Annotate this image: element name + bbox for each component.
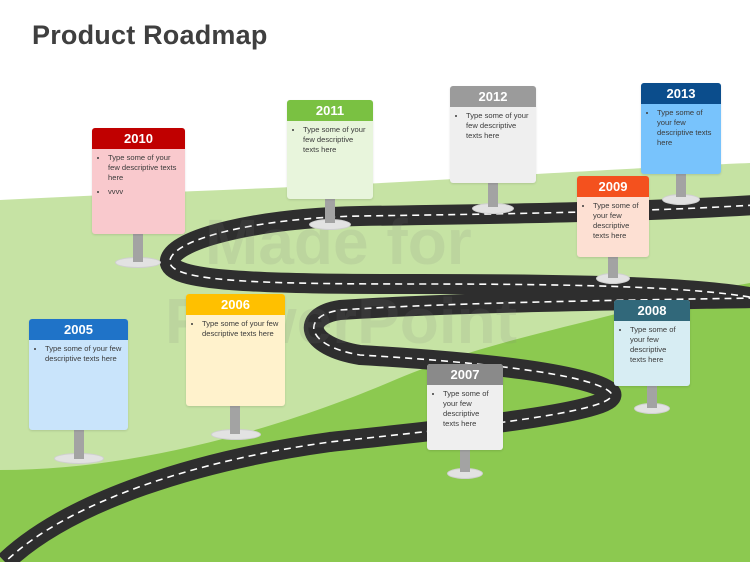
milestone-year: 2008 [614,300,690,321]
milestone-2005[interactable]: 2005 Type some of your few descriptive t… [29,319,128,467]
sign-post [608,254,618,278]
milestone-year: 2007 [427,364,503,385]
near-hill [0,283,750,562]
milestone-bullets: Type some of your few descriptive texts … [450,111,536,141]
milestone-year: 2010 [92,128,185,149]
page-title: Product Roadmap [32,20,268,50]
bullet-text: Type some of your few descriptive texts … [202,319,279,339]
milestone-bullets: Type some of your few descriptive texts … [577,201,649,241]
sign-post [133,232,143,262]
bullet-text: Type some of your few descriptive texts … [108,153,179,183]
milestone-bullets: Type some of your few descriptive texts … [92,153,185,197]
milestone-2007[interactable]: 2007 Type some of your few descriptive t… [427,364,503,480]
sign-post [676,171,686,197]
sign-post [230,404,240,434]
sign-post [488,181,498,207]
milestone-year: 2009 [577,176,649,197]
bullet-text: Type some of your few descriptive texts … [630,325,684,365]
watermark-line-1: Made for [205,206,472,278]
sign-post [325,197,335,223]
sign-post [647,384,657,408]
milestone-year: 2011 [287,100,373,121]
sign-board: 2008 Type some of your few descriptive t… [614,300,690,386]
sign-board: 2010 Type some of your few descriptive t… [92,128,185,234]
milestone-2009[interactable]: 2009 Type some of your few descriptive t… [577,176,649,284]
milestone-year: 2013 [641,83,721,104]
bullet-text: Type some of your few descriptive texts … [593,201,643,241]
sign-board: 2011 Type some of your few descriptive t… [287,100,373,199]
bullet-text: Type some of your few descriptive texts … [466,111,530,141]
milestone-2008[interactable]: 2008 Type some of your few descriptive t… [614,300,690,416]
sign-board: 2013 Type some of your few descriptive t… [641,83,721,174]
milestone-bullets: Type some of your few descriptive texts … [29,344,128,364]
milestone-2012[interactable]: 2012 Type some of your few descriptive t… [450,86,536,214]
milestone-year: 2005 [29,319,128,340]
sign-board: 2009 Type some of your few descriptive t… [577,176,649,257]
bullet-text: Type some of your few descriptive texts … [303,125,367,155]
milestone-year: 2012 [450,86,536,107]
sign-post [74,429,84,459]
milestone-bullets: Type some of your few descriptive texts … [287,125,373,155]
milestone-bullets: Type some of your few descriptive texts … [427,389,503,429]
milestone-bullets: Type some of your few descriptive texts … [186,319,285,339]
sign-board: 2005 Type some of your few descriptive t… [29,319,128,430]
milestone-2010[interactable]: 2010 Type some of your few descriptive t… [92,128,185,270]
milestone-2006[interactable]: 2006 Type some of your few descriptive t… [186,294,285,442]
bullet-text: vvvv [108,187,179,197]
sign-board: 2012 Type some of your few descriptive t… [450,86,536,183]
sign-post [460,448,470,472]
sign-board: 2007 Type some of your few descriptive t… [427,364,503,450]
sign-board: 2006 Type some of your few descriptive t… [186,294,285,406]
bullet-text: Type some of your few descriptive texts … [657,108,715,148]
milestone-year: 2006 [186,294,285,315]
milestone-bullets: Type some of your few descriptive texts … [641,108,721,148]
milestone-2013[interactable]: 2013 Type some of your few descriptive t… [641,83,721,205]
milestone-2011[interactable]: 2011 Type some of your few descriptive t… [287,100,373,230]
bullet-text: Type some of your few descriptive texts … [443,389,497,429]
bullet-text: Type some of your few descriptive texts … [45,344,122,364]
milestone-bullets: Type some of your few descriptive texts … [614,325,690,365]
